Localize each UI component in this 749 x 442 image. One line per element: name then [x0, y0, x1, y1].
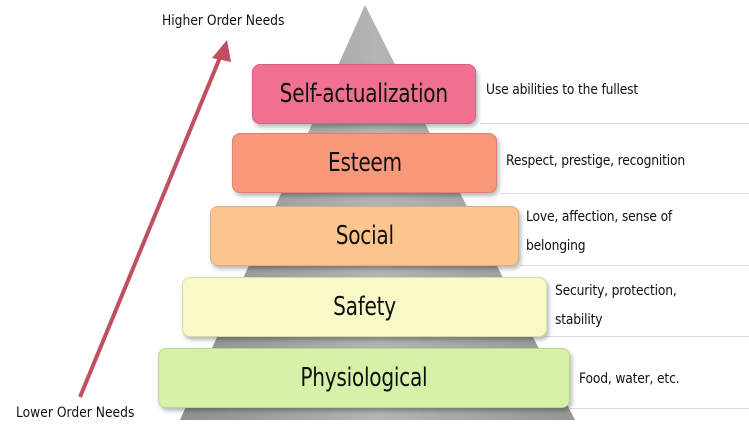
description-line: Security, protection,	[555, 283, 677, 299]
separator-line	[500, 193, 749, 194]
separator-line	[520, 265, 749, 266]
level-physiological: Physiological	[158, 348, 570, 408]
description-line: stability	[555, 312, 603, 328]
level-label: Social	[335, 221, 394, 251]
arrow-shaft	[78, 54, 223, 398]
separator-line	[570, 408, 749, 409]
arrow-head	[212, 40, 231, 62]
level-label: Physiological	[300, 363, 428, 393]
level-esteem: Esteem	[232, 133, 497, 193]
description-physiological: Food, water, etc.	[579, 365, 693, 394]
description-line: Love, affection, sense of	[526, 209, 673, 225]
description-line: Respect, prestige, recognition	[506, 153, 685, 169]
level-social: Social	[210, 206, 519, 266]
description-social: Love, affection, sense of belonging	[526, 203, 692, 261]
separator-line	[545, 336, 749, 337]
level-safety: Safety	[182, 277, 547, 337]
level-label: Self-actualization	[279, 79, 449, 109]
separator-line	[480, 123, 749, 124]
level-label: Esteem	[327, 148, 402, 178]
lower-order-needs-label: Lower Order Needs	[16, 405, 135, 421]
description-line: Food, water, etc.	[579, 371, 680, 387]
description-esteem: Respect, prestige, recognition	[506, 147, 709, 176]
description-self-actualization: Use abilities to the fullest	[486, 76, 659, 105]
higher-order-needs-label: Higher Order Needs	[162, 13, 285, 29]
level-label: Safety	[333, 292, 396, 322]
description-line: Use abilities to the fullest	[486, 82, 639, 98]
level-self-actualization: Self-actualization	[252, 64, 476, 124]
description-safety: Security, protection, stability	[555, 277, 693, 335]
description-line: belonging	[526, 238, 586, 254]
